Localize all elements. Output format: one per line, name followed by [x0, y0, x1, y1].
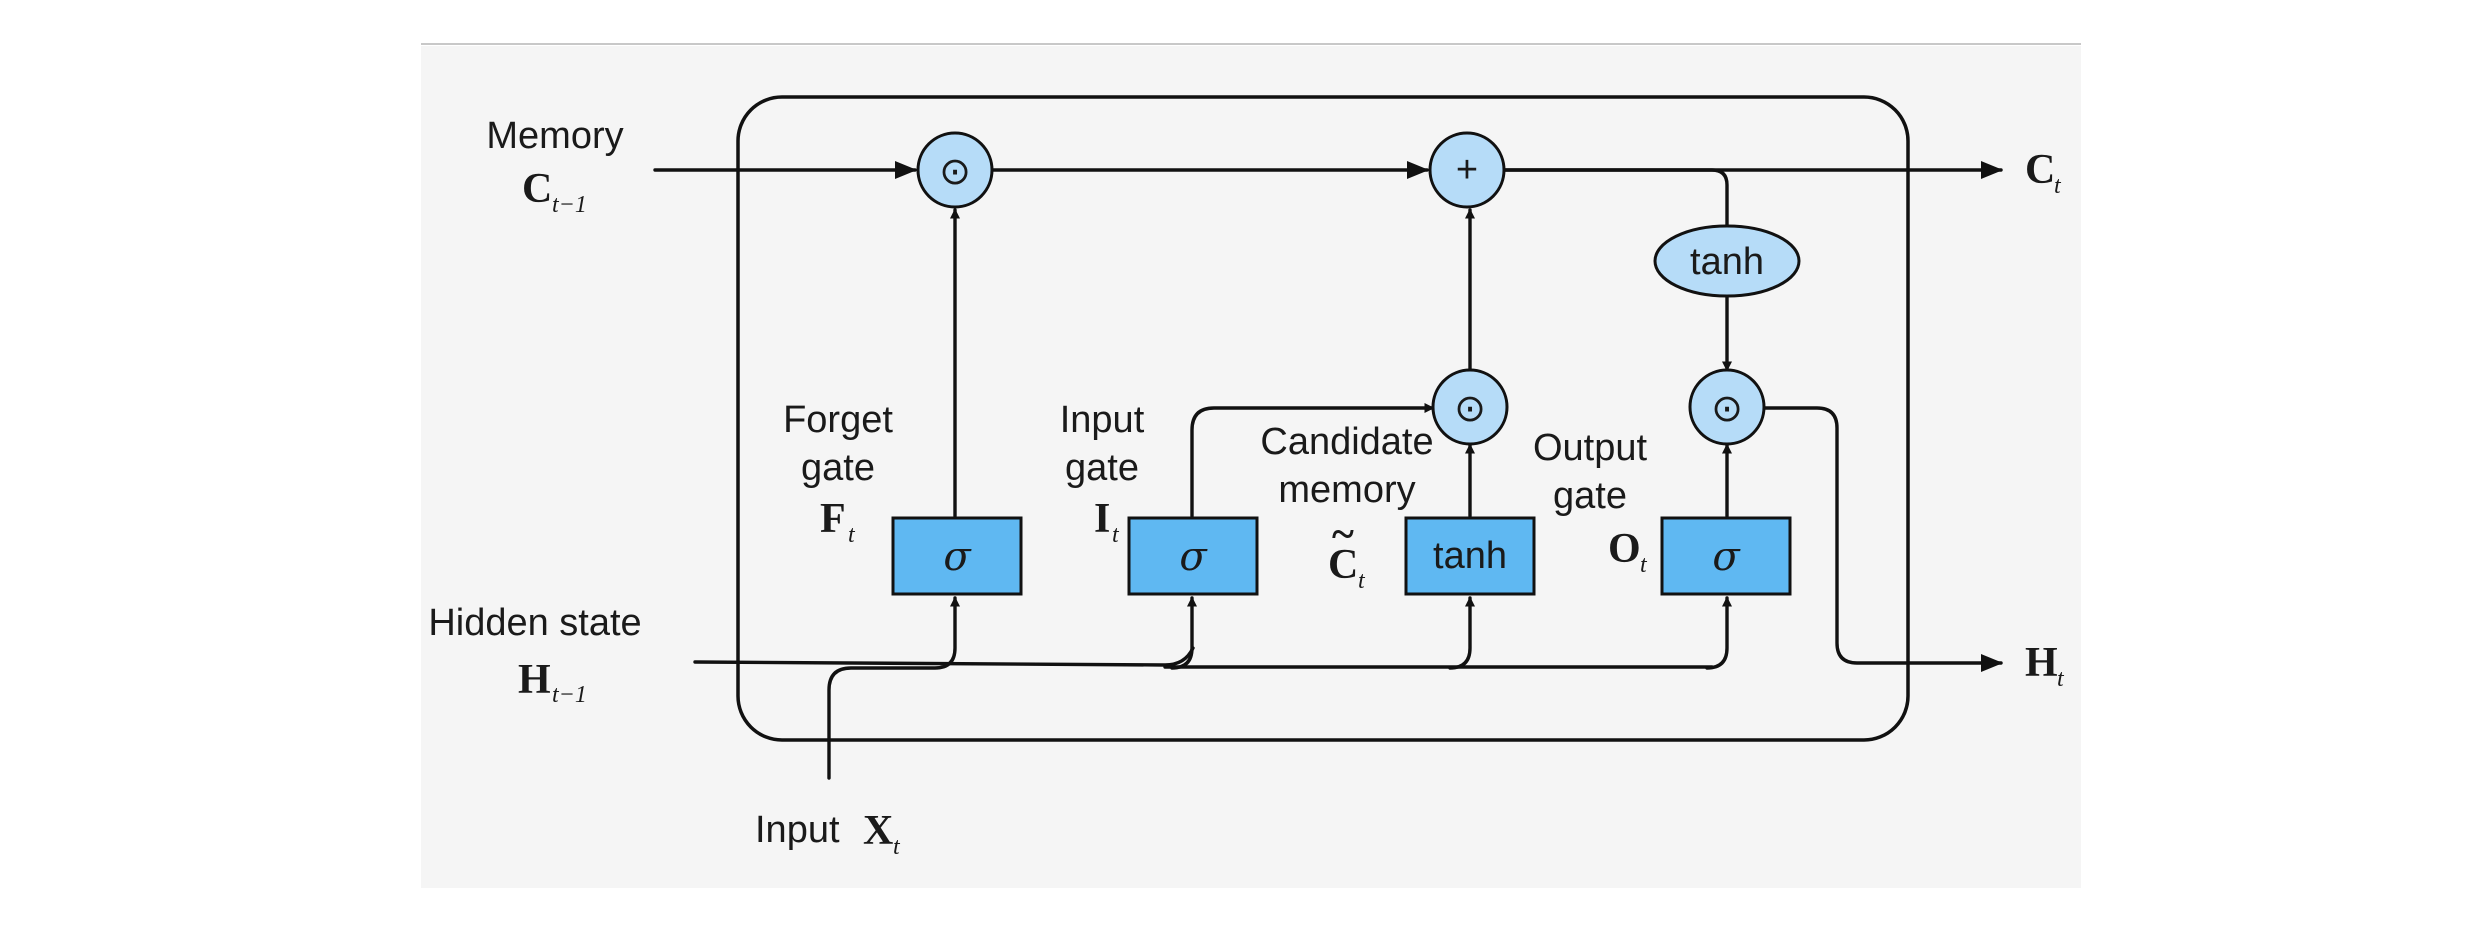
- output-mult-node: [1688, 368, 1766, 446]
- tanh-ellipse-label: tanh: [1690, 241, 1764, 283]
- i-t-symbol: I: [1094, 496, 1110, 542]
- forget-mult-node: [916, 131, 994, 209]
- h-prev-subscript: t−1: [552, 682, 587, 708]
- output-mult-symbol: ⊙: [1711, 388, 1743, 430]
- h-t-symbol: H: [2025, 640, 2058, 686]
- hidden-out-wire: [1763, 406, 2003, 672]
- input-to-input-gate-wire: [1170, 596, 1197, 670]
- ctilde-subscript: t: [1358, 568, 1366, 594]
- input-label: Input: [755, 809, 840, 851]
- input-gate-symbol: σ: [1179, 534, 1208, 580]
- ctilde-symbol: C: [1328, 542, 1358, 588]
- x-t-subscript: t: [893, 834, 901, 860]
- ctilde-accent: ~: [1332, 512, 1354, 558]
- input-gate-to-mult-wire: [1190, 403, 1435, 518]
- output-gate-symbol: σ: [1712, 534, 1741, 580]
- input-to-candidate-wire: [1448, 596, 1475, 670]
- forget-gate-label-line1: Forget: [783, 399, 893, 441]
- candidate-label-line2: memory: [1278, 469, 1415, 511]
- input-gate-label-line2: gate: [1065, 447, 1139, 489]
- h-prev-symbol: H: [518, 657, 551, 703]
- c-prev-subscript: t−1: [552, 192, 587, 218]
- tanh-ellipse: [1653, 224, 1801, 298]
- c-t-subscript: t: [2054, 173, 2062, 199]
- output-gate-label-line2: gate: [1553, 475, 1627, 517]
- o-t-symbol: O: [1608, 526, 1641, 572]
- o-t-subscript: t: [1640, 552, 1648, 578]
- candidate-box-label: tanh: [1433, 535, 1507, 577]
- h-t-subscript: t: [2057, 666, 2065, 692]
- add-node: [1428, 131, 1506, 209]
- input-x-wire: [827, 596, 960, 780]
- input-gate-box: [1127, 516, 1259, 596]
- c-t-symbol: C: [2025, 147, 2055, 193]
- hidden-state-label: Hidden state: [428, 602, 641, 644]
- forget-mult-symbol: ⊙: [939, 151, 971, 193]
- x-t-symbol: X: [863, 808, 893, 854]
- f-t-symbol: F: [820, 496, 846, 542]
- candidate-mult-symbol: ⊙: [1454, 388, 1486, 430]
- forget-gate-symbol: σ: [943, 534, 972, 580]
- f-t-subscript: t: [848, 522, 856, 548]
- candidate-mult-node: [1431, 368, 1509, 446]
- add-symbol: +: [1456, 149, 1478, 191]
- cell-boundary: [736, 95, 1910, 742]
- candidate-label-line1: Candidate: [1260, 421, 1433, 463]
- memory-to-tanh-wire: [1503, 168, 1729, 227]
- i-t-subscript: t: [1112, 522, 1120, 548]
- output-gate-label-line1: Output: [1533, 427, 1648, 469]
- candidate-box: [1404, 516, 1536, 596]
- forget-gate-box: [891, 516, 1023, 596]
- input-gate-label-line1: Input: [1060, 399, 1145, 441]
- output-gate-box: [1660, 516, 1792, 596]
- memory-label: Memory: [486, 115, 623, 157]
- forget-gate-label-line2: gate: [801, 447, 875, 489]
- background-panel: [421, 46, 2081, 888]
- input-to-output-gate-wire: [1705, 596, 1732, 670]
- c-prev-symbol: C: [522, 166, 552, 212]
